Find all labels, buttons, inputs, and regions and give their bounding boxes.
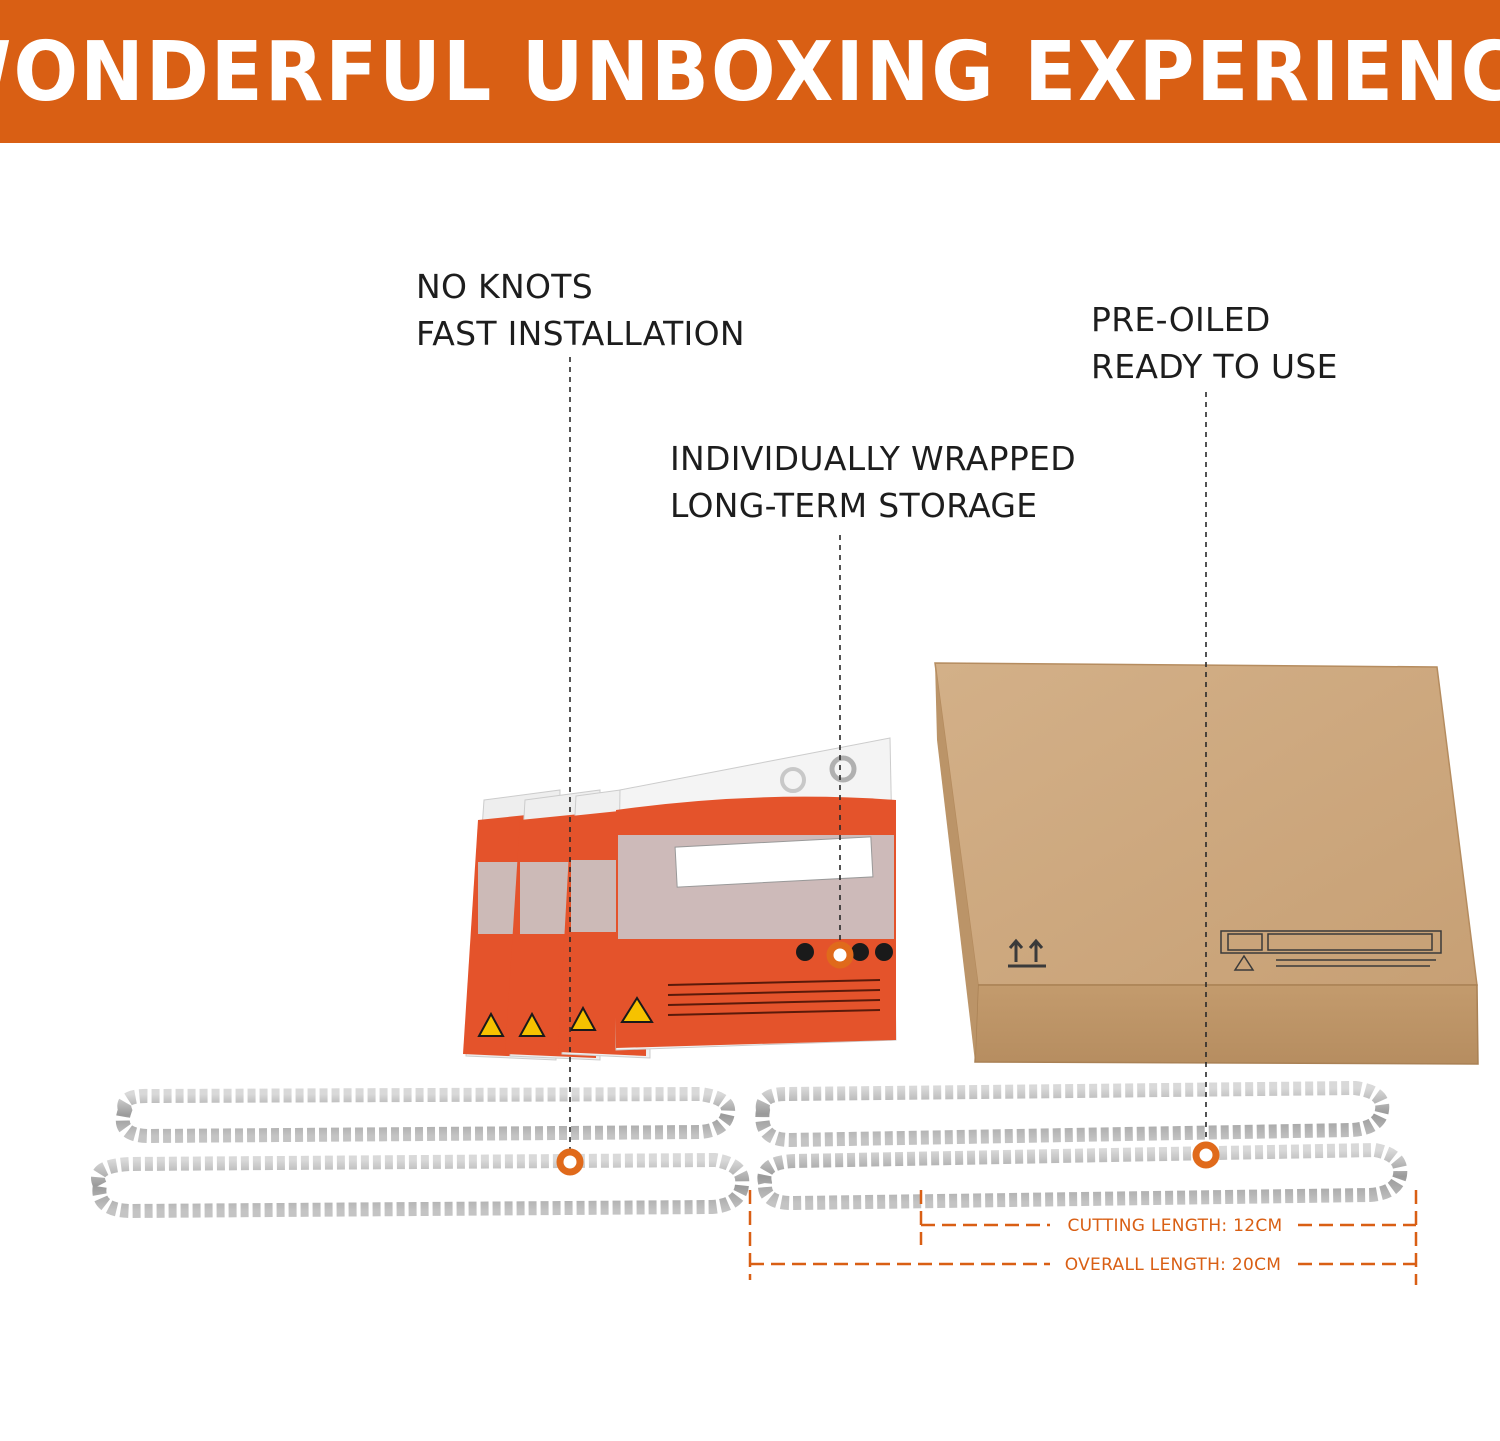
chain	[755, 1080, 1390, 1148]
callout-wrapped: INDIVIDUALLY WRAPPED LONG-TERM STORAGE	[670, 435, 1076, 529]
chain	[115, 1086, 736, 1144]
marker-dot	[826, 941, 854, 969]
page-title: WONDERFUL UNBOXING EXPERIENCE	[0, 23, 1500, 120]
chain-loops	[91, 1080, 1408, 1219]
recycle-warning-icon	[1220, 930, 1442, 971]
callout-line: PRE-OILED	[1091, 300, 1271, 339]
bag	[615, 737, 897, 1051]
callout-line: NO KNOTS	[416, 267, 593, 306]
callout-leader-lines	[569, 357, 1207, 1158]
chain	[757, 1142, 1408, 1211]
marker-dot	[1192, 1141, 1220, 1169]
this-way-up-icon	[1008, 938, 1046, 968]
callout-no-knots: NO KNOTS FAST INSTALLATION	[416, 263, 745, 357]
callout-line: READY TO USE	[1091, 347, 1338, 386]
wrapped-chain-bags	[463, 737, 897, 1061]
cutting-length-label: CUTTING LENGTH: 12CM	[1067, 1216, 1282, 1236]
callout-pre-oiled: PRE-OILED READY TO USE	[1091, 296, 1338, 390]
marker-dot	[556, 1148, 584, 1176]
chain	[91, 1152, 750, 1219]
callout-markers	[556, 941, 1220, 1176]
header-banner: WONDERFUL UNBOXING EXPERIENCE	[0, 0, 1500, 143]
dimension-annotations	[748, 1190, 1418, 1285]
callout-line: LONG-TERM STORAGE	[670, 486, 1038, 525]
overall-length-label: OVERALL LENGTH: 20CM	[1065, 1255, 1282, 1275]
callout-line: INDIVIDUALLY WRAPPED	[670, 439, 1076, 478]
callout-line: FAST INSTALLATION	[416, 314, 745, 353]
